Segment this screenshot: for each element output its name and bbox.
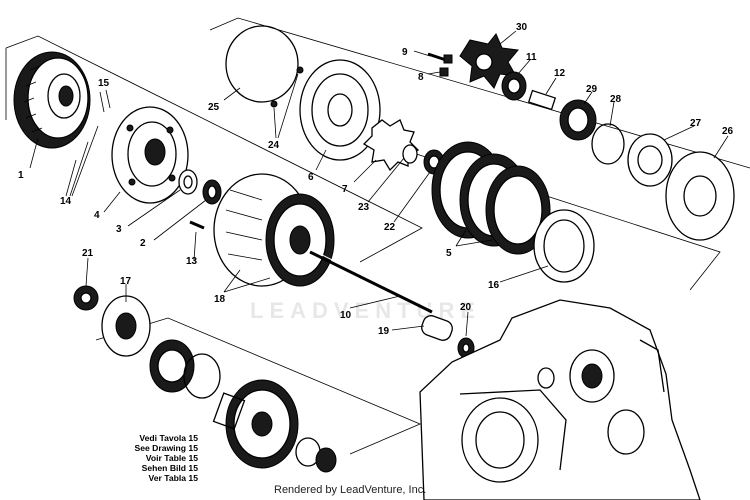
- callout-30: 30: [516, 22, 528, 33]
- cover-plate-part-6: [299, 59, 381, 161]
- callout-14: 14: [60, 196, 72, 207]
- callout-7: 7: [342, 184, 348, 195]
- callout-16: 16: [488, 280, 500, 291]
- pin-part-13: [189, 220, 205, 230]
- render-credit: Rendered by LeadVenture, Inc.: [274, 484, 427, 496]
- cross-reference-note: Vedi Tavola 15 See Drawing 15 Voir Table…: [100, 433, 198, 483]
- callout-21: 21: [82, 248, 94, 259]
- callout-10: 10: [340, 310, 352, 321]
- assembly-frame-left: [5, 35, 423, 263]
- washer-part-3: [178, 169, 198, 195]
- callout-12: 12: [554, 68, 566, 79]
- reference-line-de: Sehen Bild 15: [141, 463, 198, 473]
- nut-part-2: [202, 179, 222, 205]
- nut-part-21: [73, 285, 99, 311]
- callout-28: 28: [610, 94, 622, 105]
- drive-gear-part-17: [101, 295, 337, 473]
- callout-2: 2: [140, 238, 146, 249]
- callout-24: 24: [268, 140, 280, 151]
- friction-plates-part-5: [431, 141, 551, 255]
- leader-lines: [29, 30, 729, 337]
- bolt-part-8: [439, 67, 449, 77]
- bushing-part-19: [421, 315, 453, 341]
- callout-25: 25: [208, 102, 220, 113]
- bolt-part-9: [427, 52, 453, 64]
- callout-27: 27: [690, 118, 702, 129]
- reference-line-fr: Voir Table 15: [145, 453, 198, 463]
- bearing-part-11: [501, 71, 527, 101]
- reference-line-es: Ver Tabla 15: [148, 473, 198, 483]
- spring-washer-part-27: [627, 133, 673, 187]
- steel-plate-part-16: [533, 209, 595, 283]
- washer-part-23: [402, 144, 418, 164]
- crankcase: [419, 299, 701, 500]
- seal-part-29: [559, 99, 597, 141]
- callout-19: 19: [378, 326, 390, 337]
- callout-26: 26: [722, 126, 734, 137]
- reference-line-it: Vedi Tavola 15: [139, 433, 198, 443]
- diaphragm-spring-part-26: [665, 151, 735, 241]
- reference-line-en: See Drawing 15: [134, 443, 198, 453]
- callout-20: 20: [460, 302, 472, 313]
- shaft-part-12: [527, 89, 557, 111]
- callout-29: 29: [586, 84, 598, 95]
- callout-22: 22: [384, 222, 396, 233]
- callout-labels: 1 2 3 4 5 6 7 8 9 10 11 12 13 14 15 16 1…: [18, 22, 734, 337]
- o-ring-part-25: [225, 25, 299, 103]
- callout-17: 17: [120, 276, 132, 287]
- clutch-basket-part-1: [13, 51, 91, 149]
- callout-6: 6: [308, 172, 314, 183]
- circlip-part-28: [591, 123, 625, 165]
- callout-1: 1: [18, 170, 24, 181]
- callout-5: 5: [446, 248, 452, 259]
- clutch-hub-part-18: [213, 173, 335, 287]
- callout-8: 8: [418, 72, 424, 83]
- callout-9: 9: [402, 47, 408, 58]
- callout-15: 15: [98, 78, 110, 89]
- callout-18: 18: [214, 294, 226, 305]
- callout-3: 3: [116, 224, 122, 235]
- callout-23: 23: [358, 202, 370, 213]
- callout-13: 13: [186, 256, 198, 267]
- push-rod-part-10: [309, 249, 435, 314]
- callout-11: 11: [526, 52, 537, 63]
- rivets-part-24: [270, 66, 304, 108]
- pressure-plate-part-4: [111, 106, 189, 204]
- callout-4: 4: [94, 210, 100, 221]
